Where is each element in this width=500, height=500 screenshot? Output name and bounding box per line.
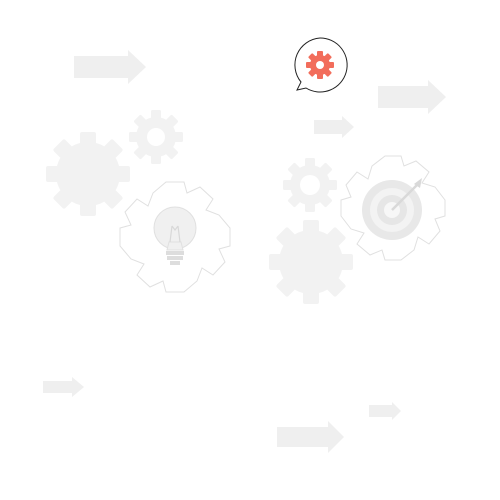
lightbulb-icon <box>153 206 197 265</box>
arrow-icon <box>74 50 146 84</box>
gear-icon <box>306 51 334 79</box>
target-icon <box>362 178 422 240</box>
gear-icon <box>269 220 353 304</box>
arrow-icon <box>369 402 401 420</box>
arrow-icon <box>314 116 354 138</box>
arrow-icon <box>378 80 446 114</box>
arrow-icon <box>277 421 344 453</box>
arrow-icon <box>43 377 84 397</box>
gear-icon <box>46 132 130 216</box>
gear-icon <box>129 110 183 164</box>
gear-icon <box>283 158 337 212</box>
